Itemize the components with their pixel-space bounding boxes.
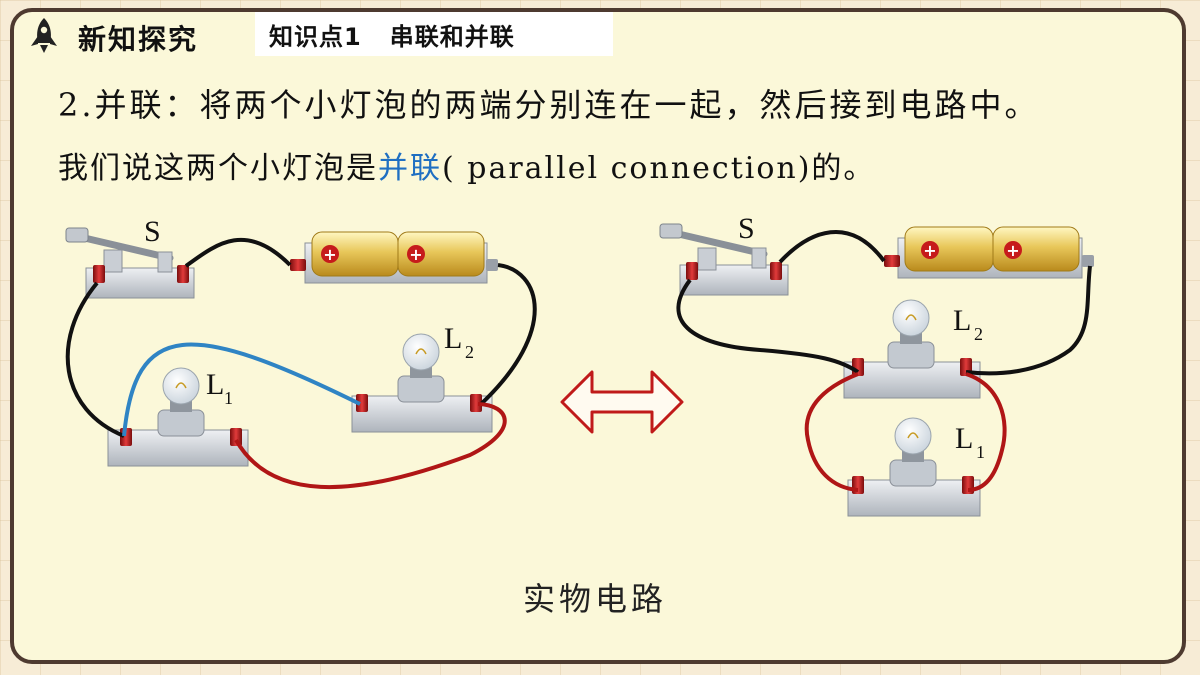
slide-frame [10, 8, 1186, 664]
right-lamp-1-subscript: 1 [976, 442, 985, 462]
left-lamp-2-label: L [444, 322, 462, 355]
left-lamp-2 [351, 333, 493, 433]
right-wire-switch-lamp2 [676, 278, 860, 374]
parallel-term: 并联 [378, 151, 442, 186]
right-switch-terminal-a [686, 262, 698, 280]
left-battery-plus-1: + [323, 245, 336, 264]
line2-suffix: ( parallel connection)的。 [442, 151, 876, 186]
left-lamp-1 [107, 367, 249, 467]
right-lamp-2-terminal-a [852, 358, 864, 376]
right-switch-label: S [738, 212, 755, 245]
right-battery-plus-2: + [1006, 241, 1019, 260]
right-switch-terminal-b [770, 262, 782, 280]
left-lamp-1-label: L [206, 368, 224, 401]
left-circuit: S + + L 1 [65, 215, 537, 490]
right-battery-terminal-pos [884, 255, 900, 267]
right-wire-lamp2-lamp1-left [804, 372, 859, 492]
left-switch-terminal-b [177, 265, 189, 283]
topic-label: 知识点1 串联和并联 [269, 22, 515, 51]
left-wire-battery-lamp2 [478, 263, 537, 407]
section-title: 新知探究 [78, 23, 199, 56]
left-switch-terminal-a [93, 265, 105, 283]
right-lamp-1 [847, 417, 981, 517]
section-badge: 新知探究 知识点1 串联和并联 [22, 10, 613, 56]
right-wire-switch-battery [778, 230, 886, 264]
right-lamp-1-label: L [955, 422, 973, 455]
left-lamp-1-subscript: 1 [224, 388, 233, 408]
right-battery-terminal-neg [1082, 255, 1094, 267]
left-wire-lamp1-lamp2-red [234, 402, 507, 490]
left-battery-terminal-pos [290, 259, 306, 271]
left-lamp-2-terminal-a [356, 394, 368, 412]
right-lamp-2 [843, 299, 981, 399]
line2-prefix: 我们说这两个小灯泡是 [58, 151, 378, 186]
left-switch-label: S [144, 215, 161, 248]
right-circuit: S + + L 2 [659, 212, 1094, 517]
right-lamp-2-label: L [953, 304, 971, 337]
right-wire-battery-lamp2 [965, 265, 1092, 376]
right-lamp-2-subscript: 2 [974, 324, 983, 344]
left-battery-plus-2: + [409, 245, 422, 264]
definition-line-2: 我们说这两个小灯泡是并联( parallel connection)的。 [58, 143, 875, 187]
right-battery-plus-1: + [923, 241, 936, 260]
left-wire-lamp1-lamp2-blue [122, 342, 361, 437]
right-wire-lamp2-lamp1-right [965, 372, 1007, 492]
left-wire-switch-lamp1 [65, 281, 125, 438]
left-switch [65, 227, 195, 299]
definition-line-1: 2.并联：将两个小灯泡的两端分别连在一起，然后接到电路中。 [58, 86, 1040, 124]
equivalence-arrow [560, 370, 684, 434]
topic-label-box: 知识点1 串联和并联 [255, 12, 613, 56]
left-lamp-2-terminal-b [470, 394, 482, 412]
rocket-icon [31, 18, 57, 53]
right-battery: + + [897, 226, 1083, 279]
left-lamp-2-subscript: 2 [465, 342, 474, 362]
left-wire-switch-battery [184, 237, 292, 268]
right-switch [659, 223, 789, 296]
left-battery: + + [304, 231, 488, 284]
diagram-caption: 实物电路 [523, 580, 668, 618]
left-battery-terminal-neg [486, 259, 498, 271]
